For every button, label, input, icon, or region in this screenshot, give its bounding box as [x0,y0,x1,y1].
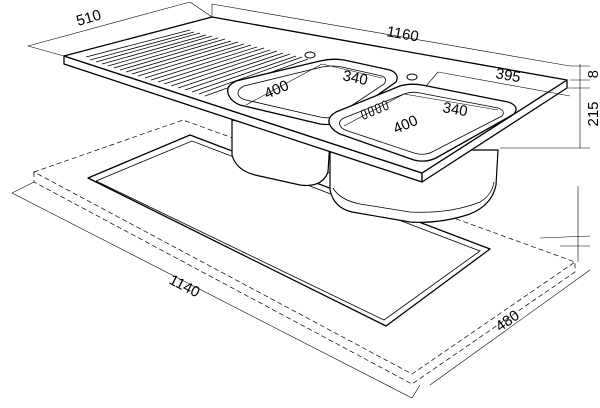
dimension-lines [11,1,591,399]
label-cutout-depth: 480 [493,307,523,335]
small-bowl-opening [328,83,517,162]
small-bowl-inner [339,91,504,155]
label-bowl-offset: 395 [494,65,522,86]
tap-hole-right [406,73,418,81]
small-bowl-body [329,149,499,223]
cutout-inner-edge [95,140,481,321]
label-rim-height: 8 [585,70,600,78]
countertop-cutout [33,119,576,385]
tap-hole-left [304,51,316,59]
label-bowl-height: 215 [585,101,600,126]
drainer-ribs [85,29,309,97]
label-large-bowl-depth: 340 [341,67,369,89]
cutout-opening [87,134,491,327]
label-small-bowl-depth: 340 [441,99,469,120]
sink-top [63,16,568,183]
label-cutout-length: 1140 [166,271,202,301]
label-sink-depth: 510 [74,7,103,30]
label-sink-length: 1160 [385,23,420,45]
small-bowl-rim-line [332,181,495,213]
large-bowl-inner [237,65,386,119]
countertop-outline [33,119,576,375]
